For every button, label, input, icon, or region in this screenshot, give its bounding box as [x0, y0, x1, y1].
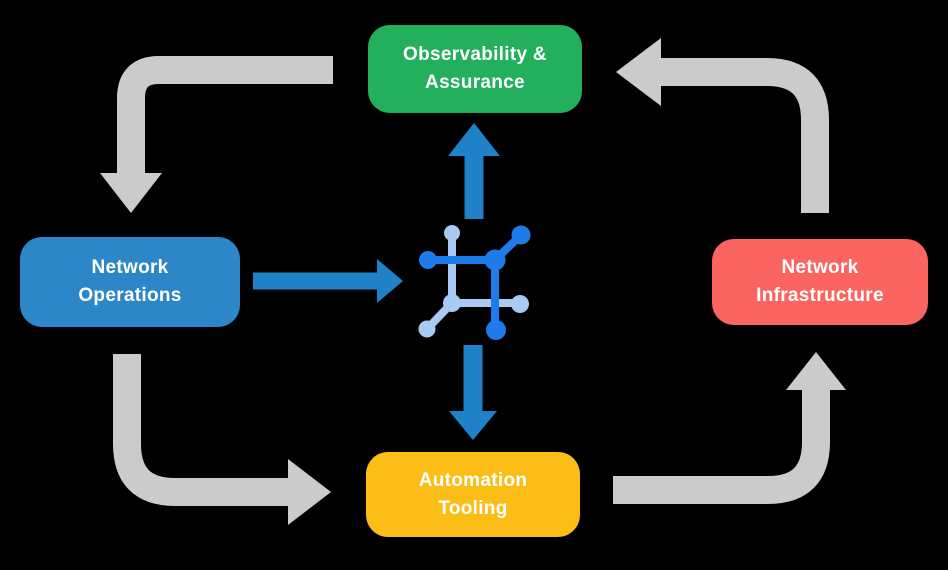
arrowhead-up-icon — [448, 123, 500, 156]
arrow-center-to-observability — [448, 123, 500, 219]
node-network-operations: Network Operations — [20, 237, 240, 327]
arrowhead-left-icon — [616, 38, 661, 106]
arrow-shaft — [117, 56, 333, 174]
arrow-center-to-automation — [449, 345, 497, 440]
node-infrastructure-label: Network Infrastructure — [756, 257, 884, 306]
node-automation-label: Automation Tooling — [418, 469, 528, 519]
arrow-shaft — [661, 58, 829, 213]
node-observability-label: Observability & Assurance — [403, 44, 547, 93]
arrow-automation-to-infrastructure — [613, 352, 846, 504]
node-automation-tooling: Automation Tooling — [366, 452, 580, 537]
node-operations-label: Network Operations — [78, 257, 182, 306]
arrow-observability-to-operations — [100, 56, 333, 213]
arrow-shaft — [113, 354, 289, 506]
arrow-infrastructure-to-observability — [616, 38, 829, 213]
arrowhead-right-icon — [377, 259, 403, 303]
arrow-operations-to-automation — [113, 354, 331, 525]
arrowhead-up-icon — [786, 352, 846, 390]
arrowhead-right-icon — [288, 459, 331, 525]
node-network-infrastructure: Network Infrastructure — [712, 239, 928, 325]
arrowhead-down-icon — [100, 173, 162, 213]
network-fabric-icon — [418, 225, 531, 340]
node-observability-assurance: Observability & Assurance — [368, 25, 582, 113]
arrow-operations-to-center — [253, 259, 403, 303]
arrow-shaft — [613, 389, 830, 504]
arrowhead-down-icon — [449, 411, 497, 440]
